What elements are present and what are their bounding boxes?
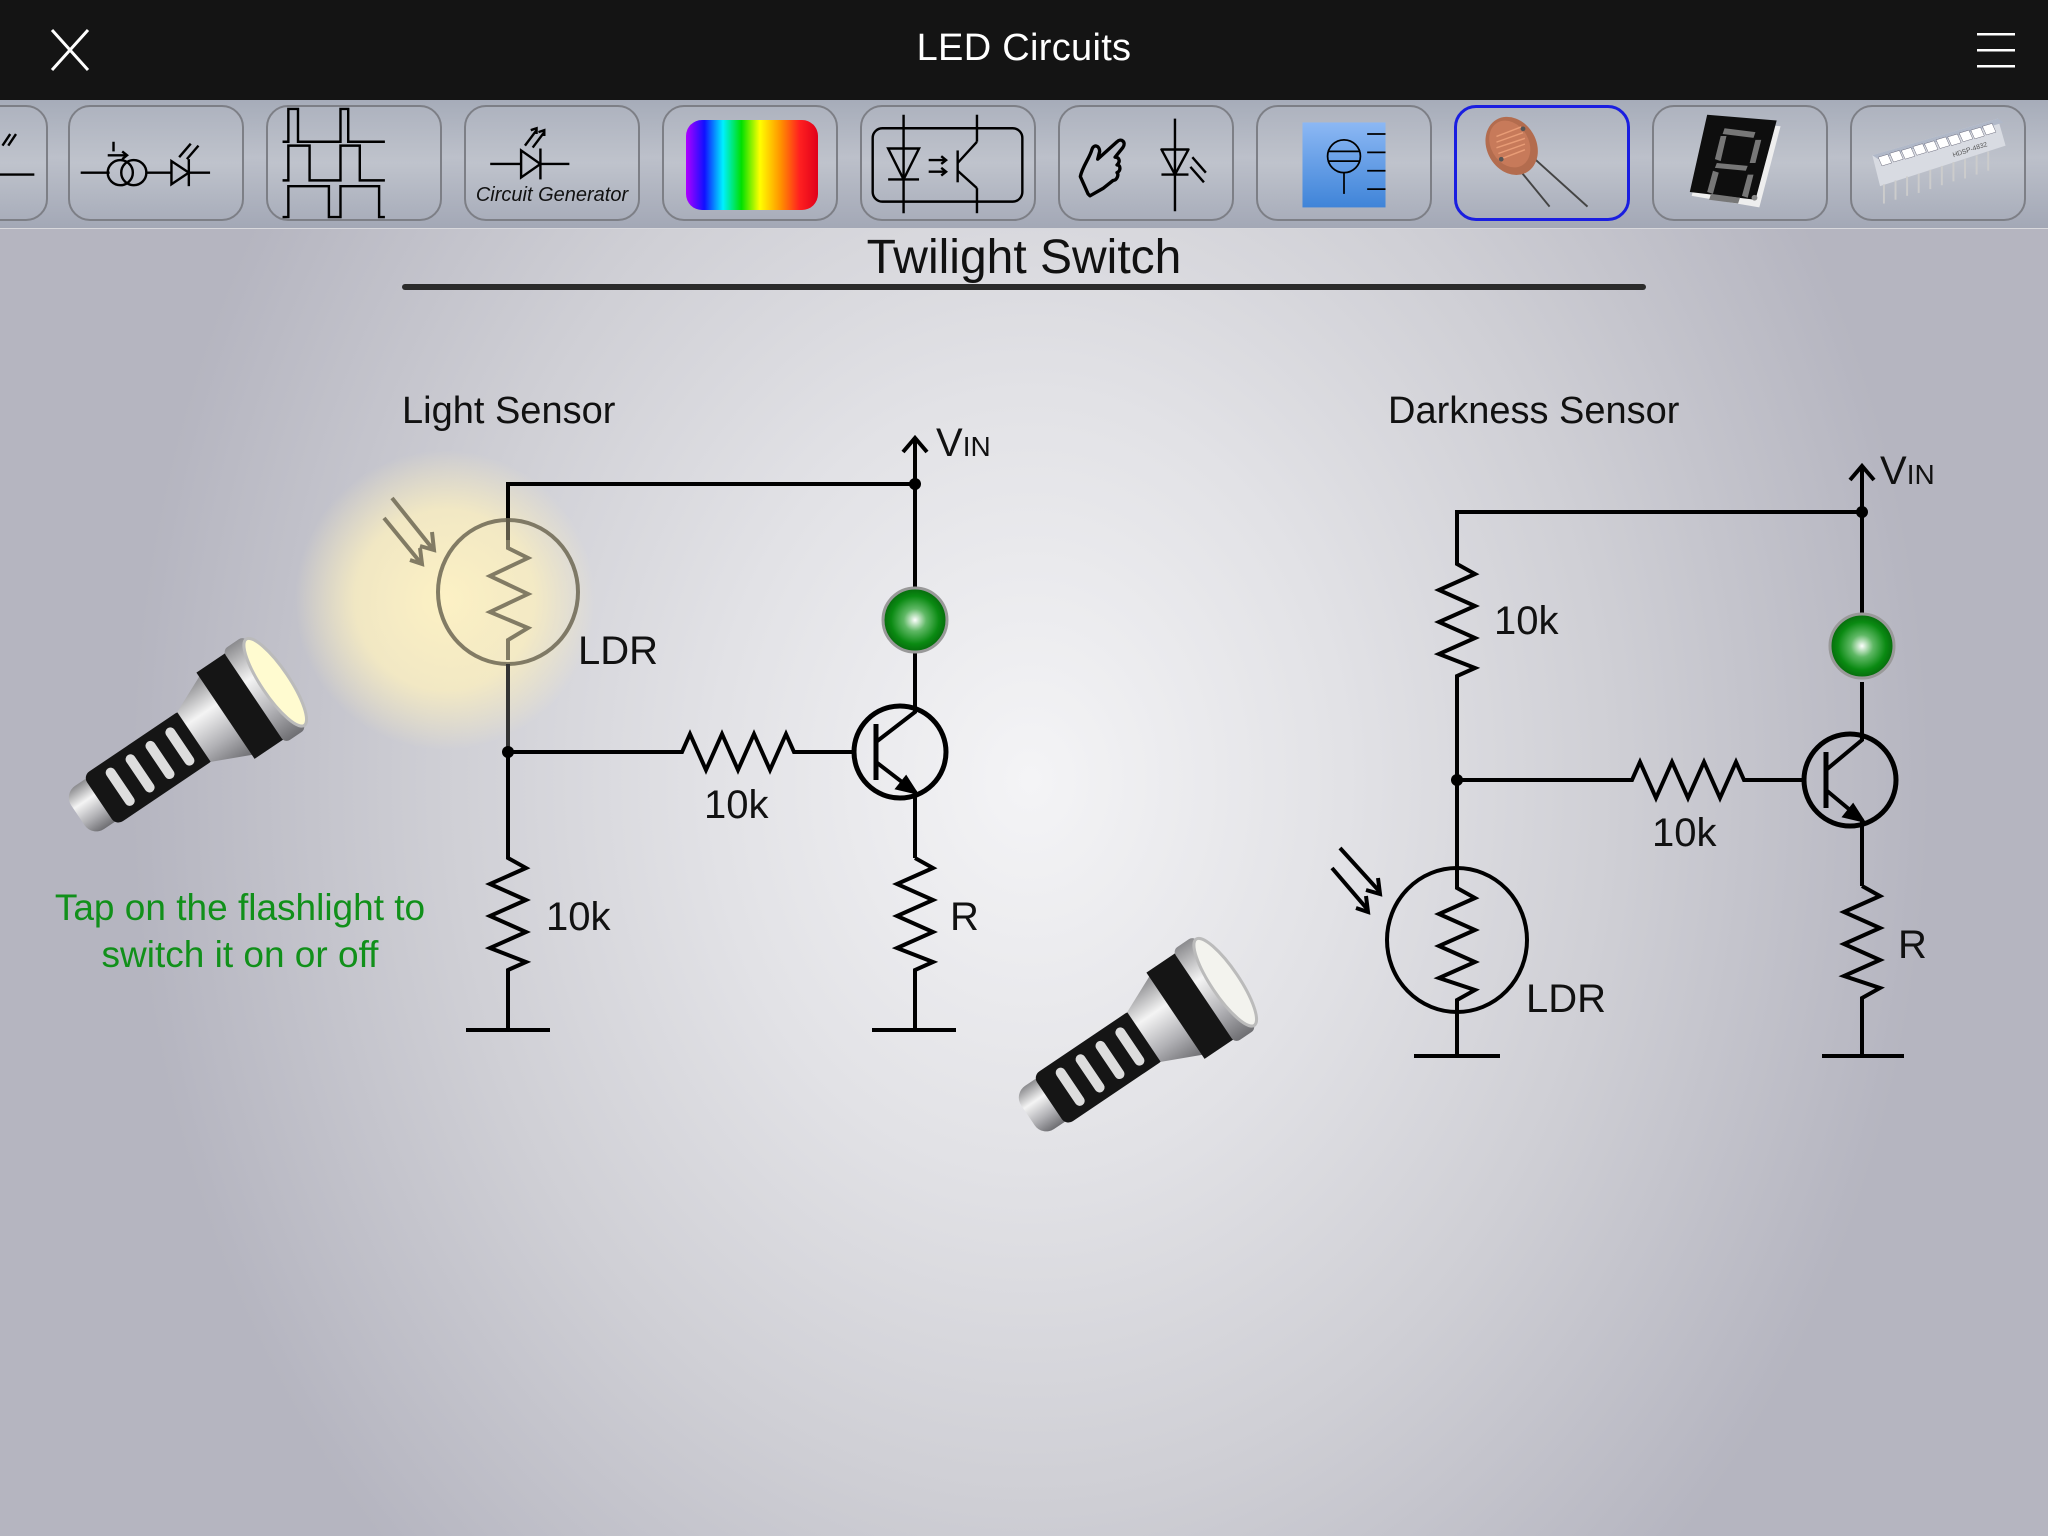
seven-segment-display-icon	[1689, 114, 1781, 208]
load-resistor-label: R	[1898, 923, 1927, 967]
toolbar-item-datasheet[interactable]	[1256, 105, 1432, 221]
hamburger-menu-icon	[1977, 33, 2015, 68]
square-wave-icon	[282, 107, 385, 219]
toolbar-item-led-symbol[interactable]	[0, 105, 48, 221]
led-light-sensor	[881, 586, 949, 654]
led-bargraph-icon: HDSP-4832	[1872, 118, 2006, 204]
blue-document-icon	[1302, 122, 1386, 208]
title-bar: LED Circuits	[0, 0, 2048, 100]
title-underline	[402, 284, 1646, 290]
flashlight-darkness-sensor[interactable]	[990, 900, 1330, 1150]
ldr-symbol	[1330, 846, 1529, 1056]
led-symbol-icon	[490, 126, 570, 180]
divider-resistor-label: 10k	[546, 895, 611, 939]
load-resistor	[1838, 884, 1885, 1056]
optocoupler-icon	[871, 114, 1024, 214]
current-source-led-icon	[80, 141, 211, 187]
rainbow-spectrum-icon	[686, 120, 818, 210]
toolbar-item-optocoupler[interactable]	[860, 105, 1036, 221]
toolbar-item-bargraph[interactable]: HDSP-4832	[1850, 105, 2026, 221]
toolbar-item-current-source-led[interactable]	[68, 105, 244, 221]
ldr-label: LDR	[1526, 977, 1606, 1021]
led-symbol-icon	[0, 133, 35, 176]
menu-button[interactable]	[1974, 28, 2018, 72]
toolbar-item-seven-segment[interactable]	[1652, 105, 1828, 221]
page-title: Twilight Switch	[866, 231, 1182, 284]
transistor-symbol	[851, 703, 949, 801]
flashlight-hint: Tap on the flashlight to switch it on or…	[20, 884, 460, 978]
light-sensor-circuit	[295, 434, 956, 1032]
flashlight-beam-glow	[295, 450, 595, 750]
load-resistor-label: R	[950, 895, 979, 939]
darkness-sensor-title: Darkness Sensor	[1388, 390, 1680, 432]
vin-arrow-icon	[901, 434, 929, 454]
darkness-sensor-circuit	[1330, 462, 1904, 1058]
photoresistor-icon	[1485, 116, 1589, 208]
hint-line-2: switch it on or off	[101, 934, 379, 975]
circuit-toolbar: Circuit Generator	[0, 100, 2048, 229]
vin-arrow-icon	[1848, 462, 1876, 482]
close-x-icon	[50, 28, 90, 72]
base-resistor	[1457, 757, 1806, 803]
vin-rail-wire	[1455, 510, 1862, 560]
app-title: LED Circuits	[916, 27, 1132, 69]
flashlight-lens-off	[1192, 936, 1259, 1028]
base-resistor	[508, 729, 856, 775]
vin-label: VIN	[1880, 449, 1935, 493]
circuit-generator-label: Circuit Generator	[475, 184, 629, 206]
base-resistor-label: 10k	[704, 783, 769, 827]
light-sensor-title: Light Sensor	[402, 390, 616, 432]
divider-resistor-label: 10k	[1494, 599, 1559, 643]
flashlight-light-sensor[interactable]	[40, 600, 380, 850]
toolbar-item-color-spectrum[interactable]	[662, 105, 838, 221]
led-darkness-sensor	[1828, 612, 1896, 680]
divider-resistor	[484, 752, 532, 1030]
ldr-label: LDR	[578, 629, 658, 673]
divider-resistor	[1433, 560, 1481, 780]
hint-line-1: Tap on the flashlight to	[54, 887, 426, 928]
toolbar-item-circuit-generator[interactable]: Circuit Generator	[464, 105, 640, 221]
hand-touch-led-icon	[1078, 118, 1207, 212]
toolbar-item-ldr-photoresistor[interactable]	[1454, 105, 1630, 221]
load-resistor	[891, 856, 939, 1030]
flashlight-lens-on	[242, 636, 309, 728]
close-button[interactable]	[40, 25, 100, 75]
toolbar-item-pulse-waveforms[interactable]	[266, 105, 442, 221]
vin-label: VIN	[936, 421, 991, 465]
toolbar-item-touch-led[interactable]	[1058, 105, 1234, 221]
base-resistor-label: 10k	[1652, 811, 1717, 855]
transistor-symbol	[1801, 731, 1899, 829]
